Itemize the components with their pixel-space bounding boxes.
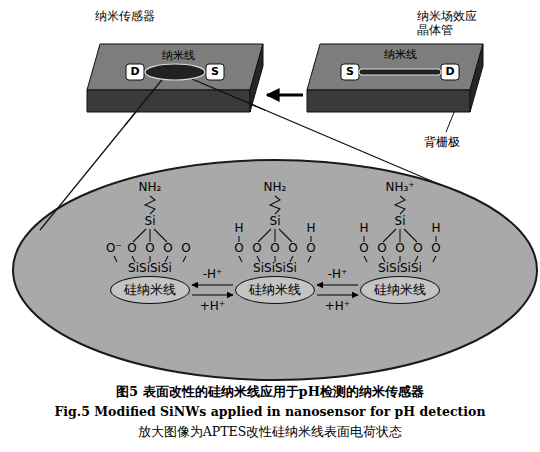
chem-label: H bbox=[431, 222, 440, 235]
chem-label: NH₂ bbox=[139, 181, 162, 194]
electrode-label: S bbox=[346, 66, 354, 78]
chem-label: O bbox=[181, 242, 190, 255]
chem-label: O bbox=[163, 242, 172, 255]
nanowire-oval: 硅纳米线 bbox=[360, 276, 440, 304]
chem-label: O bbox=[431, 242, 440, 255]
reaction-arrow bbox=[317, 294, 358, 295]
caption-english: Fig.5 Modified SiNWs applied in nanosens… bbox=[0, 405, 540, 419]
chem-label: O bbox=[377, 242, 386, 255]
nanowire-label: 硅纳米线 bbox=[124, 281, 176, 299]
reaction-label: -H⁺ bbox=[326, 268, 350, 281]
chem-label: O bbox=[288, 242, 297, 255]
reaction-arrow bbox=[192, 284, 233, 285]
chip-label: 纳米传感器 bbox=[95, 10, 155, 24]
chip-drawing bbox=[85, 10, 265, 125]
chem-label: Si bbox=[270, 215, 281, 228]
electrode-label: D bbox=[445, 66, 454, 78]
nanowire-oval: 硅纳米线 bbox=[110, 276, 190, 304]
chip-label: 纳米场效应晶体管 bbox=[417, 10, 481, 38]
chem-label: O bbox=[252, 242, 261, 255]
chem-label: O bbox=[270, 242, 279, 255]
chip-drawing bbox=[305, 10, 485, 125]
nanowire-oval: 硅纳米线 bbox=[235, 276, 315, 304]
chip-device: 纳米传感器 bbox=[85, 10, 265, 125]
chem-label: SiSiSiSi bbox=[378, 262, 422, 275]
chem-label: O⁻ bbox=[106, 242, 122, 255]
nanowire-label: 硅纳米线 bbox=[249, 281, 301, 299]
reaction-label: +H⁺ bbox=[198, 300, 227, 313]
chem-label: O bbox=[234, 242, 243, 255]
chem-label: Si bbox=[145, 215, 156, 228]
chem-label: H bbox=[306, 222, 315, 235]
big-arrow bbox=[267, 94, 303, 97]
reaction-label: +H⁺ bbox=[323, 300, 352, 313]
chem-label: SiSiSiSi bbox=[128, 262, 172, 275]
caption-note: 放大图像为APTES改性硅纳米线表面电荷状态 bbox=[0, 425, 540, 439]
electrode-label: S bbox=[211, 66, 219, 78]
part-label: 背栅极 bbox=[424, 136, 460, 149]
chem-label: O bbox=[395, 242, 404, 255]
chem-label: O bbox=[306, 242, 315, 255]
chem-label: Si bbox=[395, 215, 406, 228]
back-gate-leader bbox=[446, 110, 455, 132]
chem-label: O bbox=[145, 242, 154, 255]
nanowire-label: 硅纳米线 bbox=[374, 281, 426, 299]
chem-label: SiSiSiSi bbox=[253, 262, 297, 275]
reaction-arrow bbox=[317, 284, 358, 285]
electrode-label: D bbox=[130, 66, 139, 78]
chem-label: H bbox=[234, 222, 243, 235]
molecule-bonds bbox=[114, 196, 436, 262]
part-label: 纳米线 bbox=[384, 49, 417, 61]
chem-label: O bbox=[359, 242, 368, 255]
figure-caption: 图5 表面改性的硅纳米线应用于pH检测的纳米传感器 bbox=[0, 385, 540, 399]
chem-label: NH₃⁺ bbox=[385, 181, 414, 194]
reaction-label: -H⁺ bbox=[201, 268, 225, 281]
magnified-view bbox=[13, 160, 537, 380]
chem-label: O bbox=[413, 242, 422, 255]
part-label: 纳米线 bbox=[162, 50, 195, 62]
chem-label: H bbox=[359, 222, 368, 235]
chem-label: O bbox=[127, 242, 136, 255]
chem-label: NH₂ bbox=[264, 181, 287, 194]
reaction-arrow bbox=[192, 294, 233, 295]
chip-device: 纳米场效应晶体管 bbox=[305, 10, 485, 125]
